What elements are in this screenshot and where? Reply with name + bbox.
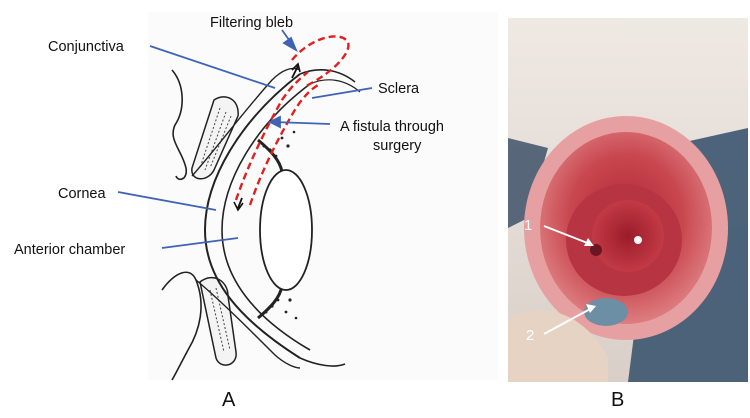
panel-a-caption: A	[222, 389, 235, 412]
label-fistula-line1: A fistula through	[340, 119, 444, 135]
label-fistula-line2: surgery	[373, 138, 422, 154]
anatomy-diagram: Filtering bleb Conjunctiva Sclera A fist…	[0, 0, 500, 413]
label-conjunctiva: Conjunctiva	[48, 39, 125, 55]
marker-2-label: 2	[526, 327, 534, 344]
lens	[260, 170, 312, 290]
eye-photo: 1 2	[508, 18, 748, 382]
label-cornea: Cornea	[58, 186, 106, 202]
panel-b-caption: B	[611, 389, 624, 412]
label-filtering-bleb: Filtering bleb	[210, 15, 293, 31]
label-anterior-chamber: Anterior chamber	[14, 242, 125, 258]
anatomy-diagram-panel: Filtering bleb Conjunctiva Sclera A fist…	[0, 0, 500, 413]
drawing-background	[148, 12, 498, 380]
light-reflection	[634, 236, 642, 244]
marker-1-label: 1	[524, 217, 532, 234]
label-sclera: Sclera	[378, 81, 420, 97]
pupil	[592, 200, 664, 272]
eye-photo-panel: 1 2	[508, 18, 748, 382]
